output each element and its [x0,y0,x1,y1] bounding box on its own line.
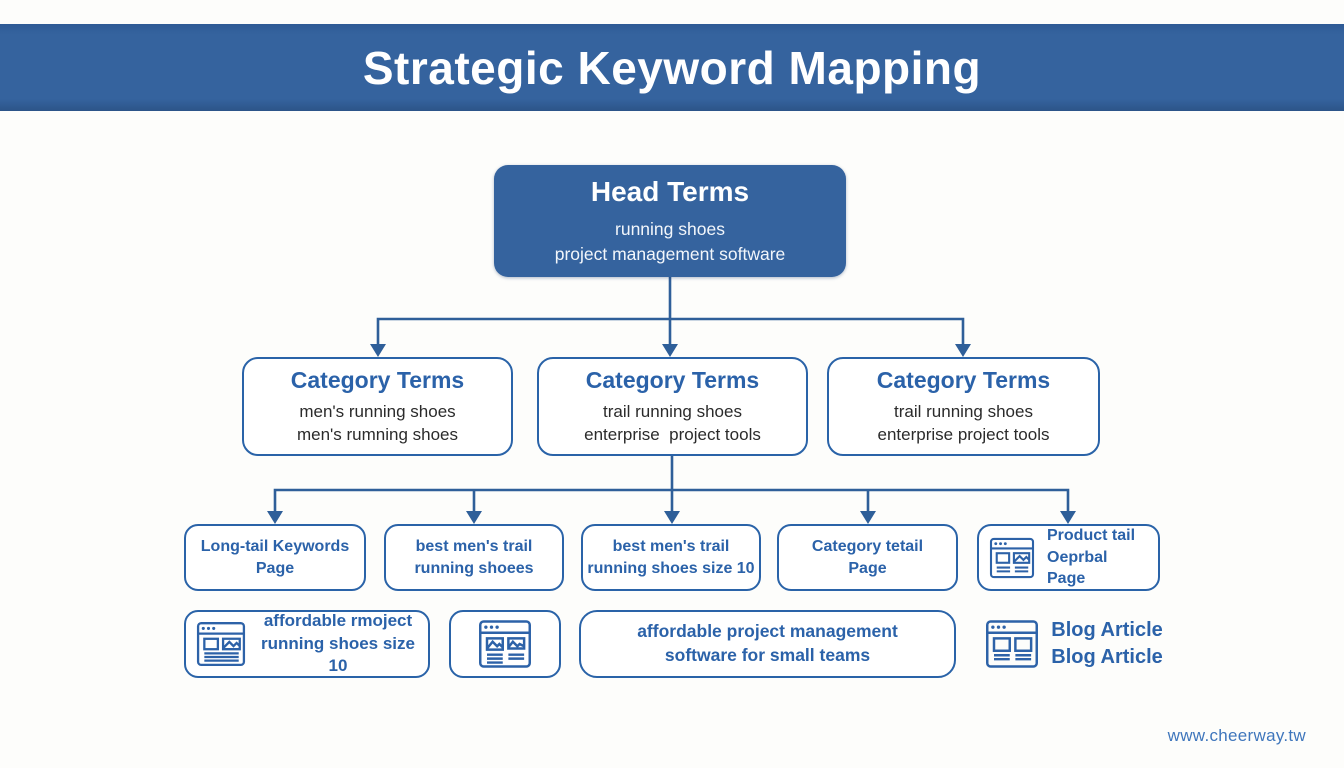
leaf-label: best men's trail [612,537,730,555]
category-terms-node-2: Category Terms trail running shoes enter… [537,357,808,456]
leaf-label: Oeprbal Page [1047,548,1112,588]
category-keyword: enterprise project tools [584,424,761,444]
leaf-label: Page [848,559,887,577]
longtail-keyword-node-2: best men's trail running shoes size 10 [581,524,761,591]
affordable-software-node: affordable project management software f… [579,610,956,678]
leaf-label: affordable project management [637,621,898,642]
webpage-icon [989,537,1035,578]
leaf-label: Product tail [1047,527,1136,545]
webpage-icon [196,622,246,666]
webpage-images-icon [479,620,531,668]
page-title: Strategic Keyword Mapping [362,41,982,94]
leaf-label: running shoes size 10 [587,559,755,577]
head-terms-node: Head Terms running shoes project managem… [494,165,846,277]
leaf-label: Long-tail Keywords [200,537,350,555]
leaf-label: software for small teams [664,645,871,665]
leaf-label: running shoees [414,559,534,577]
blog-article-label: Blog Article [1051,619,1163,641]
leaf-label: running shoes size 10 [261,633,420,676]
head-terms-keyword: running shoes [615,218,725,239]
blog-article-item: Blog Article Blog Article [974,610,1174,678]
blog-article-label: Blog Article [1051,646,1163,668]
category-keyword: men's running shoes [299,402,456,422]
category-title: Category Terms [290,367,465,394]
leaf-label: affordable rmoject [263,610,413,630]
category-keyword: enterprise project tools [877,424,1050,444]
affordable-shoes-node: affordable rmoject running shoes size 10 [184,610,430,678]
leaf-label: Page [255,559,295,577]
category-keyword: trail running shoes [603,402,742,422]
category-terms-node-3: Category Terms trail running shoes enter… [827,357,1100,456]
category-keyword: men's rumning shoes [296,424,459,444]
category-keyword: trail running shoes [894,402,1033,422]
head-terms-title: Head Terms [590,175,750,207]
leaf-label: best men's trail [415,537,533,555]
category-title: Category Terms [876,367,1051,394]
category-detail-page-node: Category tetail Page [777,524,958,591]
site-watermark: www.cheerway.tw [1167,726,1306,745]
head-terms-keyword: project management software [554,243,786,264]
category-title: Category Terms [585,367,760,394]
longtail-keywords-page-node: Long-tail Keywords Page [184,524,366,591]
leaf-label: Category tetail [811,537,924,555]
webpage-thumbnail-node [449,610,561,678]
longtail-keyword-node-1: best men's trail running shoees [384,524,564,591]
title-banner: Strategic Keyword Mapping [0,24,1344,111]
blog-page-icon [986,620,1039,668]
product-detail-page-node: Product tail Oeprbal Page [977,524,1160,591]
category-terms-node-1: Category Terms men's running shoes men's… [242,357,513,456]
